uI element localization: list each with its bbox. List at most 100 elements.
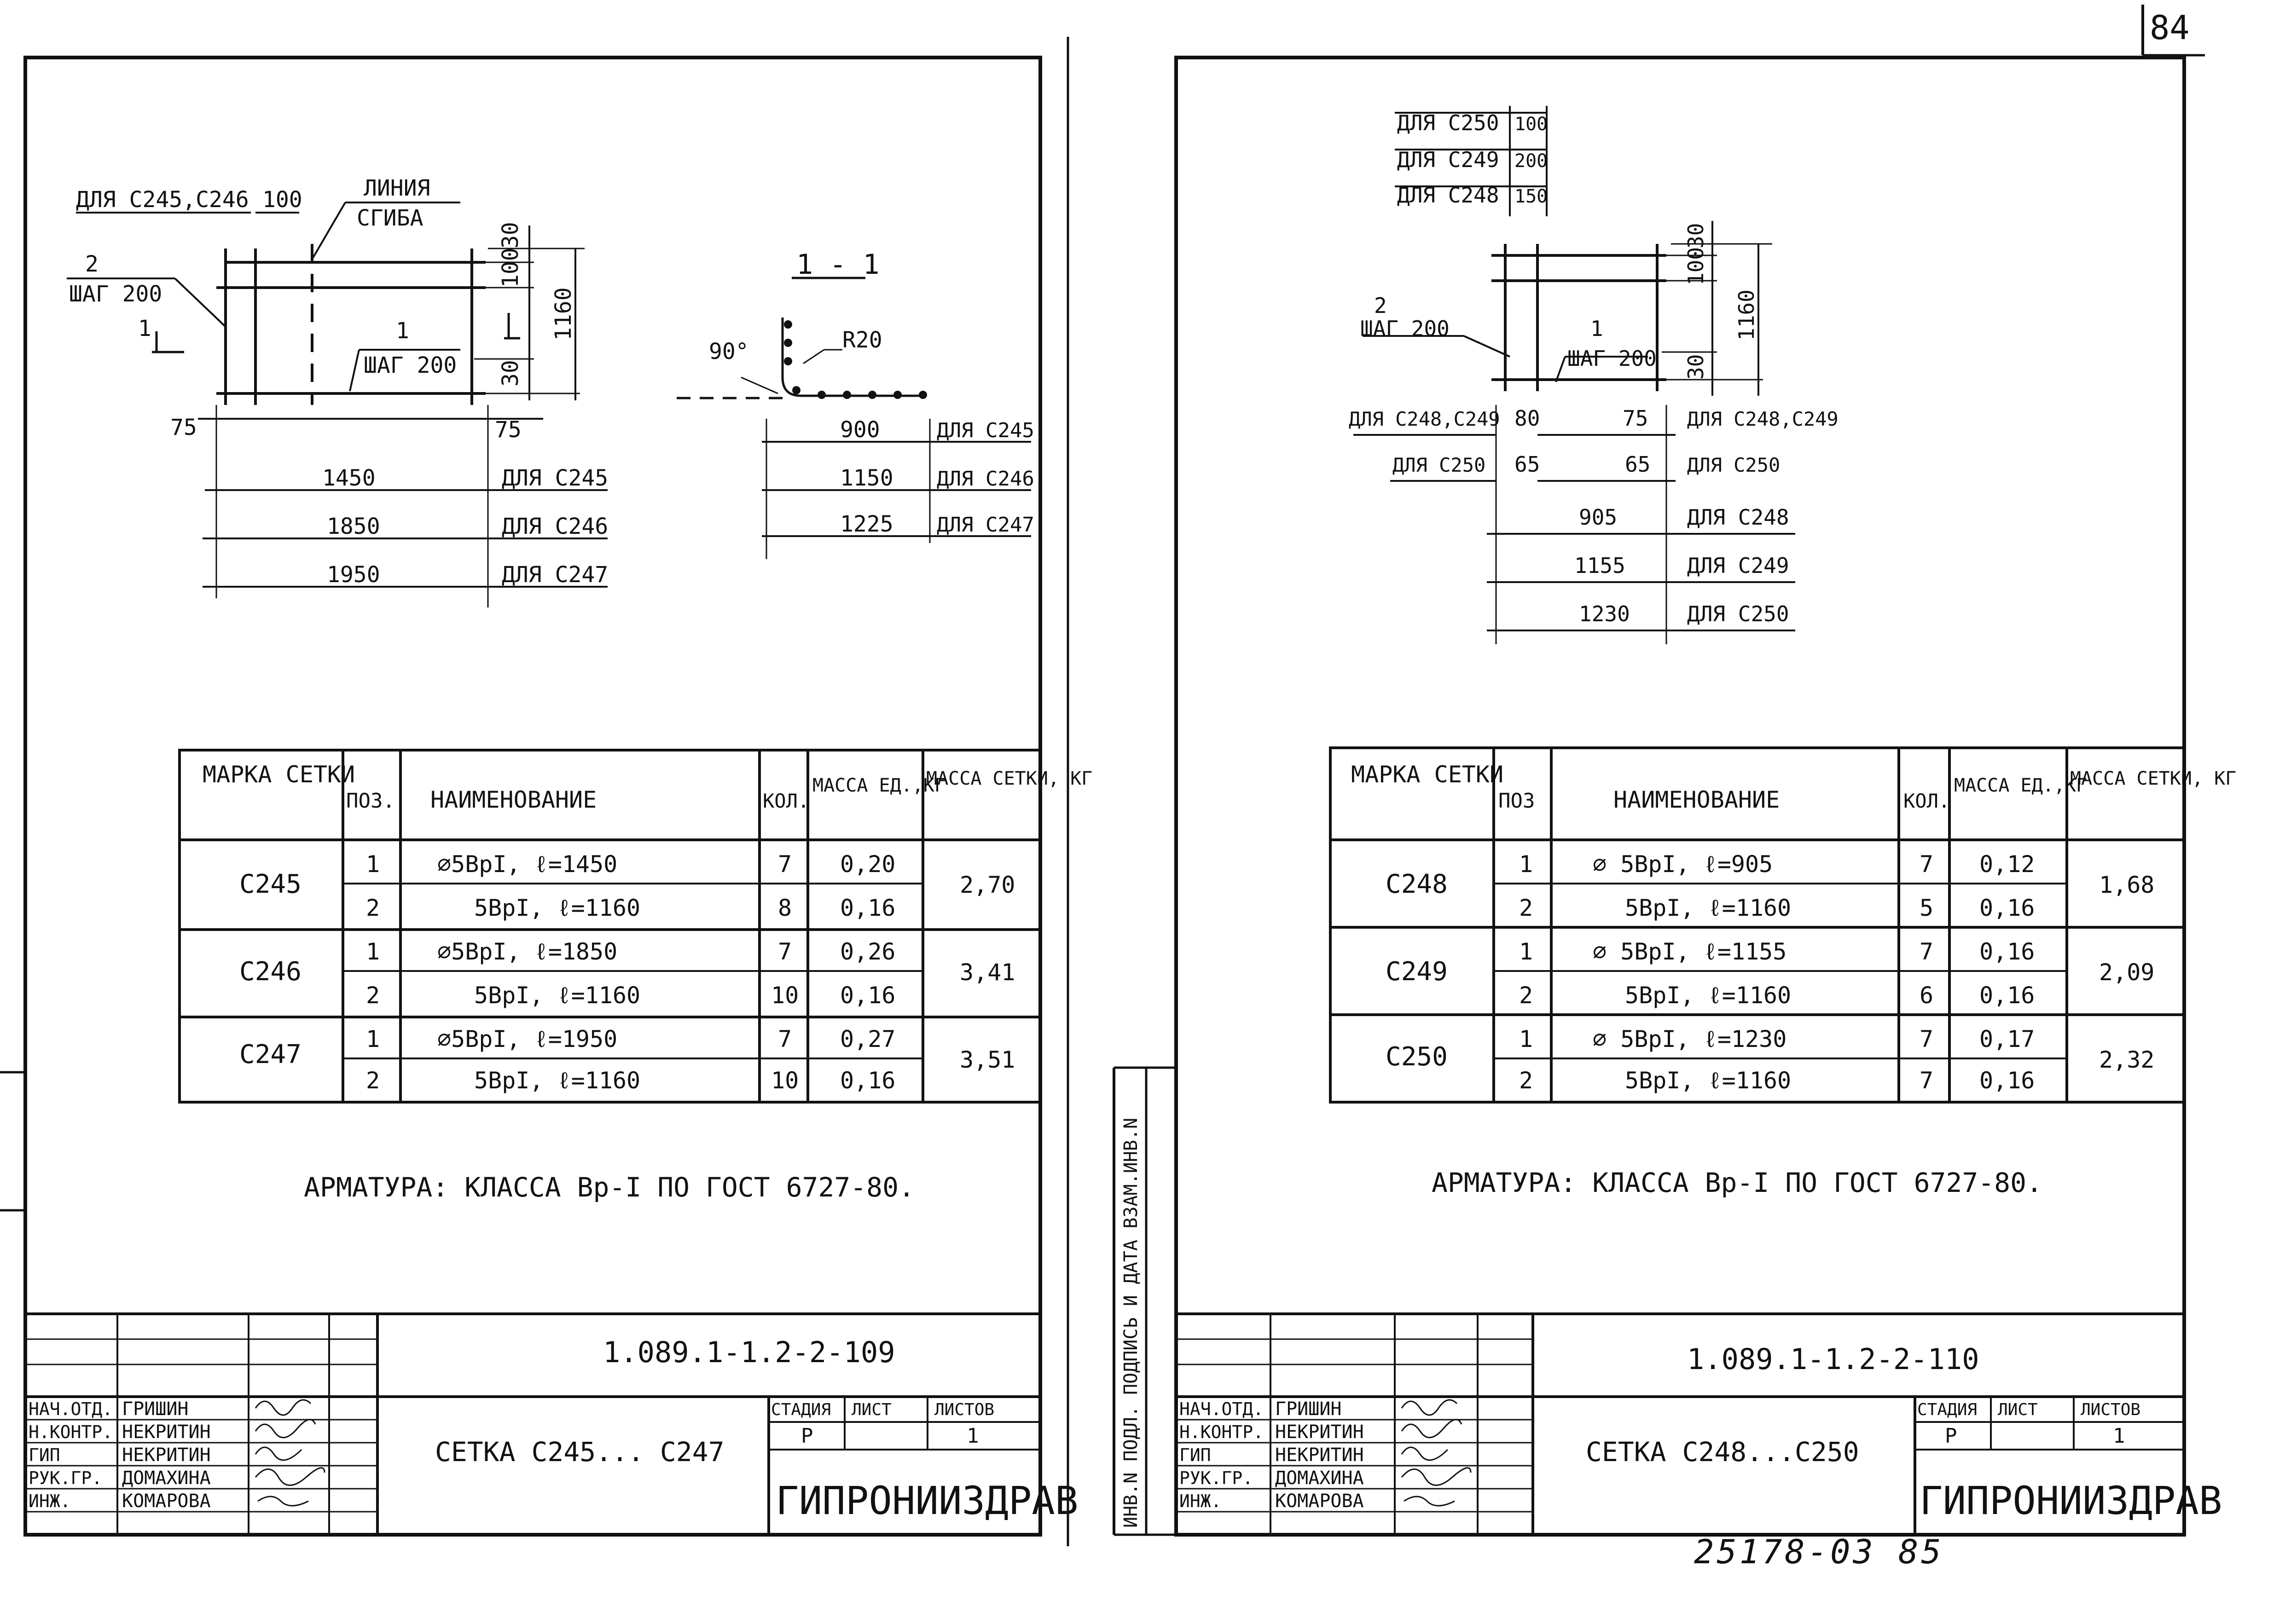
left-role-2: Н.КОНТР.	[29, 1422, 113, 1442]
right-pos-2-1: 1	[1519, 938, 1533, 965]
right-pos1-num: 1	[1590, 316, 1603, 341]
left-length-2: 1850	[327, 514, 380, 539]
left-pos2-step: ШАГ 200	[69, 281, 162, 307]
left-pos-1-2: 2	[366, 895, 380, 921]
right-pos1-step: ШАГ 200	[1567, 346, 1657, 371]
left-dim-1160: 1160	[551, 287, 576, 341]
left-section-length-3-label: ДЛЯ С247	[937, 513, 1034, 537]
right-length-2-label: ДЛЯ С249	[1687, 553, 1789, 578]
left-stage: Р	[801, 1424, 813, 1448]
left-section-length-2-label: ДЛЯ С246	[937, 467, 1034, 491]
left-th-name: НАИМЕНОВАНИЕ	[430, 786, 597, 813]
left-mark-1: С245	[239, 869, 302, 899]
left-name-3: НЕКРИТИН	[122, 1445, 211, 1466]
left-name-3-1: ⌀5ВрI, ℓ=1950	[437, 1026, 617, 1052]
right-th-mass: МАССА ЕД.,КГ	[1954, 775, 2087, 796]
left-reinforcement-note: АРМАТУРА: КЛАССА Вр-I ПО ГОСТ 6727-80.	[304, 1172, 915, 1203]
right-for-row-2-val: 200	[1514, 150, 1548, 172]
left-section-1-1	[677, 277, 1031, 559]
right-for-row-3-label: ДЛЯ С248	[1397, 183, 1499, 208]
right-length-1-label: ДЛЯ С248	[1687, 505, 1789, 530]
left-dim-100: 100	[262, 187, 302, 213]
right-name-1-1: ⌀ 5ВрI, ℓ=905	[1593, 851, 1773, 878]
right-total-1: 1,68	[2099, 872, 2154, 898]
right-role-1: НАЧ.ОТД.	[1179, 1399, 1264, 1419]
left-mesh-detail	[67, 202, 608, 607]
right-doc-code: 1.089.1-1.2-2-110	[1687, 1342, 1979, 1376]
right-for-row-1-label: ДЛЯ С250	[1397, 110, 1499, 135]
left-th-pos: ПОЗ.	[346, 789, 395, 813]
left-mark-3: С247	[239, 1040, 302, 1069]
left-qty-3-1: 7	[778, 1026, 792, 1052]
left-pos-3-2: 2	[366, 1067, 380, 1094]
right-mass-2-2: 0,16	[1979, 982, 2035, 1009]
left-length-1: 1450	[322, 465, 376, 491]
right-mark-1: С248	[1386, 869, 1448, 899]
right-reinforcement-note: АРМАТУРА: КЛАССА Вр-I ПО ГОСТ 6727-80.	[1432, 1167, 2042, 1198]
left-total-2: 3,41	[960, 959, 1015, 986]
right-for-row-2-label: ДЛЯ С249	[1397, 147, 1499, 172]
right-name-2-2: 5ВрI, ℓ=1160	[1625, 982, 1791, 1009]
right-qty-1-1: 7	[1920, 851, 1933, 878]
left-qty-2-1: 7	[778, 938, 792, 965]
right-th-pos: ПОЗ	[1498, 789, 1535, 813]
left-qty-1-2: 8	[778, 895, 792, 921]
left-name-3-2: 5ВрI, ℓ=1160	[474, 1067, 640, 1094]
right-dim-30-top: 30	[1683, 223, 1708, 249]
right-length-3: 1230	[1579, 601, 1630, 626]
right-mass-1-2: 0,16	[1979, 895, 2035, 921]
left-stamp-text: 1.089.1-1.2-2-109 СЕТКА С245... С247 НАЧ…	[29, 1335, 1078, 1523]
right-sheets-header: ЛИСТОВ	[2081, 1400, 2140, 1419]
left-qty-3-2: 10	[771, 1067, 799, 1094]
left-pos1-num: 1	[396, 318, 409, 344]
left-angle: 90°	[709, 339, 749, 364]
right-sheet-title: СЕТКА С248...С250	[1586, 1436, 1859, 1468]
right-th-total: МАССА СЕТКИ, КГ	[2070, 768, 2236, 789]
right-stamp-text: 1.089.1-1.2-2-110 СЕТКА С248...С250 НАЧ.…	[1179, 1342, 2222, 1523]
left-section-length-3: 1225	[840, 511, 893, 537]
right-qty-2-1: 7	[1920, 938, 1933, 965]
right-qty-2-2: 6	[1920, 982, 1933, 1009]
left-table-grid	[178, 749, 1042, 1104]
left-doc-code: 1.089.1-1.2-2-109	[603, 1335, 895, 1369]
left-section-length-1-label: ДЛЯ С245	[937, 419, 1034, 442]
right-pos2-num: 2	[1374, 293, 1387, 318]
left-org-name: ГИПРОНИИЗДРАВ	[776, 1478, 1078, 1523]
left-section-length-2: 1150	[840, 465, 893, 491]
right-th-mark: МАРКА СЕТКИ	[1351, 761, 1503, 788]
left-sheet-title: СЕТКА С245... С247	[435, 1436, 725, 1468]
right-org-name: ГИПРОНИИЗДРАВ	[1920, 1478, 2222, 1523]
left-radius: R20	[842, 327, 882, 353]
right-left-b-label: ДЛЯ С250	[1392, 454, 1485, 476]
left-bend-line-2: СГИБА	[357, 205, 423, 231]
right-right-b-val: 65	[1625, 452, 1650, 477]
right-name-3: НЕКРИТИН	[1275, 1445, 1364, 1466]
right-qty-3-2: 7	[1920, 1067, 1933, 1094]
left-qty-2-2: 10	[771, 982, 799, 1009]
right-role-5: ИНЖ.	[1179, 1491, 1222, 1511]
left-role-1: НАЧ.ОТД.	[29, 1399, 113, 1419]
left-role-3: ГИП	[29, 1445, 60, 1465]
left-section-length-1: 900	[840, 417, 880, 443]
right-mark-3: С250	[1386, 1042, 1448, 1072]
right-name-4: ДОМАХИНА	[1275, 1468, 1364, 1489]
right-for-row-1-val: 100	[1514, 114, 1548, 135]
right-th-name: НАИМЕНОВАНИЕ	[1613, 786, 1780, 813]
right-name-2: НЕКРИТИН	[1275, 1422, 1364, 1443]
left-section-title: 1 - 1	[796, 249, 880, 281]
left-mass-3-1: 0,27	[840, 1026, 895, 1052]
right-mass-1-1: 0,12	[1979, 851, 2035, 878]
left-name-2: НЕКРИТИН	[122, 1422, 211, 1443]
left-section-mark: 1	[138, 316, 151, 341]
left-mass-1-2: 0,16	[840, 895, 895, 921]
right-pos-1-1: 1	[1519, 851, 1533, 878]
right-table: МАРКА СЕТКИ ПОЗ НАИМЕНОВАНИЕ КОЛ. МАССА …	[1351, 761, 2236, 1094]
left-length-1-label: ДЛЯ С245	[502, 465, 608, 491]
left-sheets-header: ЛИСТОВ	[934, 1400, 994, 1419]
right-name-1-2: 5ВрI, ℓ=1160	[1625, 895, 1791, 921]
right-mesh-detail	[1353, 106, 1795, 644]
left-mass-2-1: 0,26	[840, 938, 895, 965]
left-mass-3-2: 0,16	[840, 1067, 895, 1094]
left-pos1-step: ШАГ 200	[364, 353, 457, 378]
